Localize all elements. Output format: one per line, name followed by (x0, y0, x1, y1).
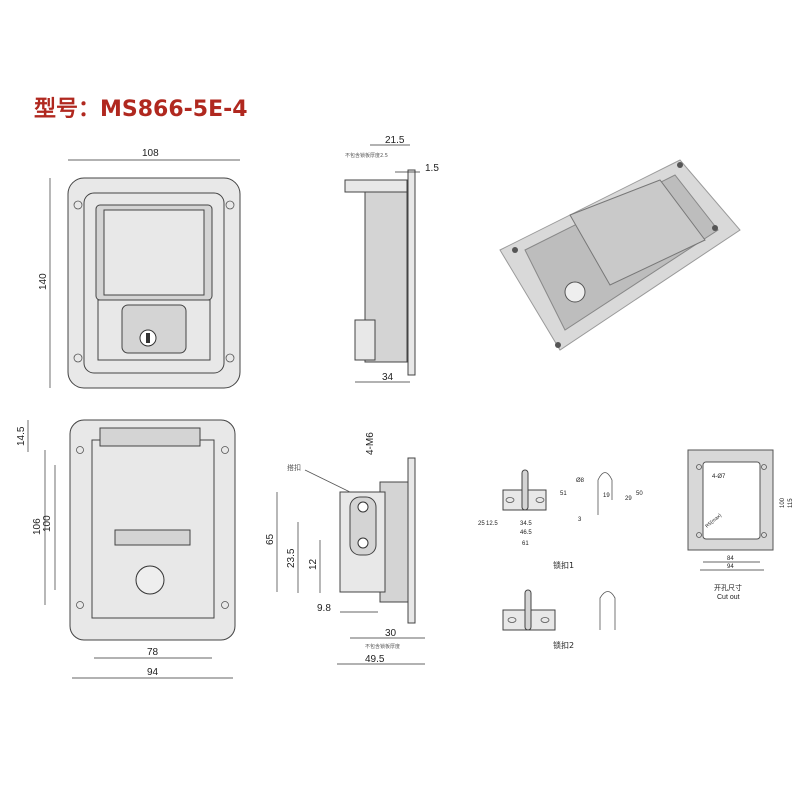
dim-depth: 21.5 (385, 135, 405, 146)
dim-inner-width: 78 (147, 647, 159, 658)
dim-outer-width: 94 (147, 667, 159, 678)
section-view: 4-M6 搭扣 65 23.5 12 9.8 30 不包含锁板厚度 49.5 (265, 432, 425, 665)
hasp1-dim-3: 3 (578, 517, 582, 523)
dim-30: 30 (385, 628, 397, 639)
cutout-label-cn: 开孔尺寸 (714, 583, 742, 592)
hasp1-dim-25: 25 (478, 521, 485, 527)
dim-top-offset: 14.5 (16, 426, 27, 446)
dim-width: 108 (142, 148, 159, 159)
cutout-drawing: 4-Ø7 R5(max) 84 94 100 115 开孔尺寸 Cut out (687, 449, 794, 601)
cutout-dim-84: 84 (727, 556, 734, 562)
dim-inner-height: 100 (42, 515, 53, 532)
dim-23-5: 23.5 (286, 548, 297, 568)
back-view: 14.5 106 100 78 94 (16, 419, 236, 679)
side-note: 不包含锁板厚度2.5 (345, 152, 388, 159)
dim-65: 65 (265, 533, 276, 545)
dim-flange: 1.5 (425, 163, 439, 174)
dim-height: 140 (38, 273, 49, 290)
hasp1-dim-19: 19 (603, 493, 610, 499)
hasp2-label: 锁扣2 (553, 640, 574, 650)
front-view: 108 140 (38, 148, 241, 389)
hasp1-dim-d8: Ø8 (576, 478, 585, 484)
hasp1-dim-12-5: 12.5 (486, 521, 498, 527)
hasp-callout: 搭扣 (287, 463, 301, 472)
hasp1-dim-34-5: 34.5 (520, 521, 532, 527)
product-photo (499, 159, 741, 351)
side-view: 21.5 不包含锁板厚度2.5 1.5 34 (344, 135, 439, 383)
hasp1-dim-51: 51 (560, 491, 567, 497)
hasp1-dim-46-5: 46.5 (520, 530, 532, 536)
hasp1-dim-50: 50 (636, 491, 643, 497)
dim-12: 12 (308, 558, 319, 570)
cutout-holes: 4-Ø7 (712, 474, 726, 480)
hasp1-dim-29: 29 (625, 496, 632, 502)
hasp1-label: 锁扣1 (553, 560, 574, 570)
cutout-label-en: Cut out (717, 594, 740, 601)
cutout-dim-94: 94 (727, 564, 734, 570)
cutout-dim-115: 115 (788, 498, 794, 508)
hasp1-dim-61: 61 (522, 541, 529, 547)
cutout-dim-100: 100 (780, 497, 786, 508)
hasp2-drawing: 锁扣2 (502, 589, 616, 650)
dim-hole-vertical: 106 (32, 518, 43, 535)
section-note: 不包含锁板厚度 (365, 643, 400, 650)
thread-label: 4-M6 (365, 432, 376, 455)
model-title: 型号：MS866-5E-4 (34, 97, 248, 122)
hasp1-drawing: 51 25 12.5 34.5 46.5 61 Ø8 19 29 50 3 锁扣… (478, 469, 643, 570)
dim-9-8: 9.8 (317, 603, 331, 614)
dim-49-5: 49.5 (365, 654, 385, 665)
dim-projection: 34 (382, 372, 394, 383)
